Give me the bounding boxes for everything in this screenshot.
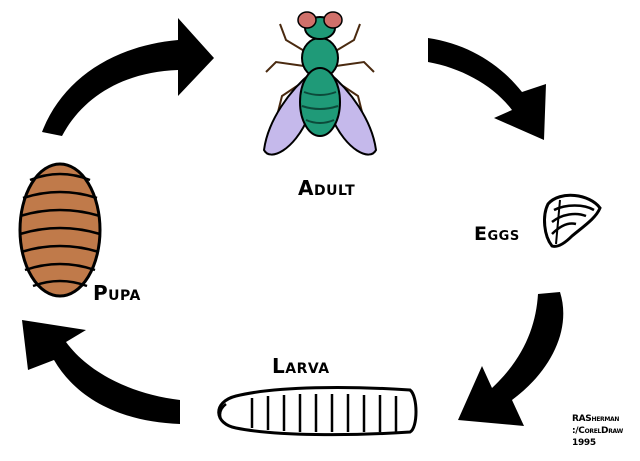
arrow-adult-to-eggs xyxy=(428,38,546,140)
pupa-illustration xyxy=(20,164,100,296)
credit-author: RASherman xyxy=(572,413,623,425)
arrow-eggs-to-larva xyxy=(458,292,563,426)
eggs-illustration xyxy=(545,195,600,246)
arrow-larva-to-pupa xyxy=(22,320,180,424)
credit-software: :/CorelDraw xyxy=(572,425,623,437)
adult-fly-illustration xyxy=(264,12,376,155)
stage-label-adult: Adult xyxy=(298,176,355,200)
arrow-pupa-to-adult xyxy=(42,18,214,136)
author-credit: RASherman :/CorelDraw 1995 xyxy=(572,413,623,449)
stage-label-pupa: Pupa xyxy=(93,281,141,305)
credit-year: 1995 xyxy=(572,437,623,449)
larva-illustration xyxy=(219,388,416,435)
stage-label-eggs: Eggs xyxy=(474,223,520,245)
stage-label-larva: Larva xyxy=(272,354,330,378)
